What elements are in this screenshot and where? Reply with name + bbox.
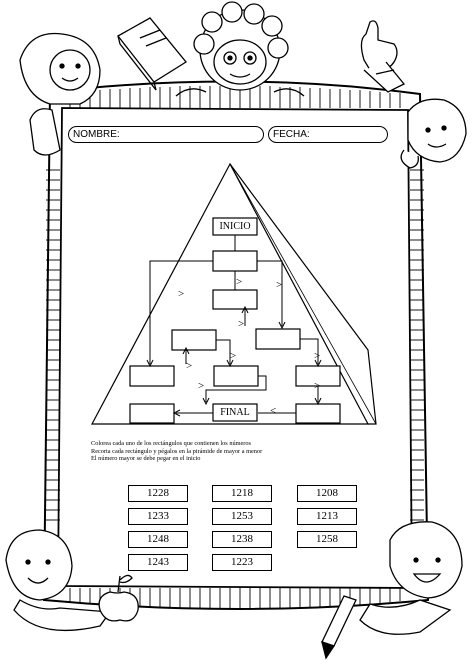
comb-frame (42, 80, 430, 610)
end-label: FINAL (220, 407, 250, 418)
flow-arrows (146, 235, 322, 417)
pyramid-diagram (91, 162, 377, 425)
date-field[interactable]: FECHA: (268, 126, 388, 143)
thumbs-up-hand-icon (360, 20, 406, 93)
answer-box (129, 365, 175, 387)
sign-greater: > (230, 350, 237, 362)
number-card[interactable]: 1243 (128, 554, 188, 571)
sign-greater: > (238, 318, 245, 330)
answer-box (295, 403, 341, 424)
kid-with-pencil-icon (359, 521, 463, 635)
number-card[interactable]: 1233 (128, 508, 188, 525)
sign-greater: > (186, 360, 193, 372)
number-card[interactable]: 1218 (212, 485, 272, 502)
number-card[interactable]: 1208 (297, 485, 357, 502)
number-card[interactable]: 1253 (212, 508, 272, 525)
sign-greater: > (178, 288, 185, 300)
sign-greater: > (198, 380, 205, 392)
date-label: FECHA: (273, 129, 310, 140)
curly-girl-icon (175, 1, 305, 97)
boy-peeking-icon (400, 98, 467, 169)
instruction-line: Colorea cada uno de los rectángulos que … (91, 440, 251, 447)
sign-greater: > (314, 380, 321, 392)
apple-icon (98, 574, 139, 622)
kid-with-apple-icon (5, 529, 112, 632)
answer-box (213, 365, 259, 387)
sign-greater: > (236, 276, 243, 288)
pencil-icon (321, 595, 357, 660)
sign-greater: > (314, 350, 321, 362)
answer-box (255, 328, 301, 350)
kid-with-book-icon (19, 32, 101, 156)
number-card[interactable]: 1213 (297, 508, 357, 525)
answer-box (212, 250, 258, 272)
number-card[interactable]: 1258 (297, 531, 357, 548)
number-card[interactable]: 1223 (212, 554, 272, 571)
sign-greater: > (276, 279, 283, 291)
sign-less: < (270, 405, 277, 417)
start-label: INICIO (219, 221, 251, 232)
instructions: Colorea cada uno de los rectángulos que … (91, 440, 262, 463)
answer-box (212, 289, 258, 310)
answer-box (171, 329, 217, 351)
answer-box (129, 403, 175, 424)
name-field[interactable]: NOMBRE: (68, 126, 264, 143)
instruction-line: Recorta cada rectángulo y pégalos en la … (91, 447, 263, 455)
instruction-line: El número mayor se debe pegar en el inic… (91, 455, 201, 463)
number-card[interactable]: 1228 (128, 485, 188, 502)
number-card[interactable]: 1248 (128, 531, 188, 548)
name-label: NOMBRE: (73, 129, 120, 140)
book-icon (117, 17, 187, 91)
number-card[interactable]: 1238 (212, 531, 272, 548)
